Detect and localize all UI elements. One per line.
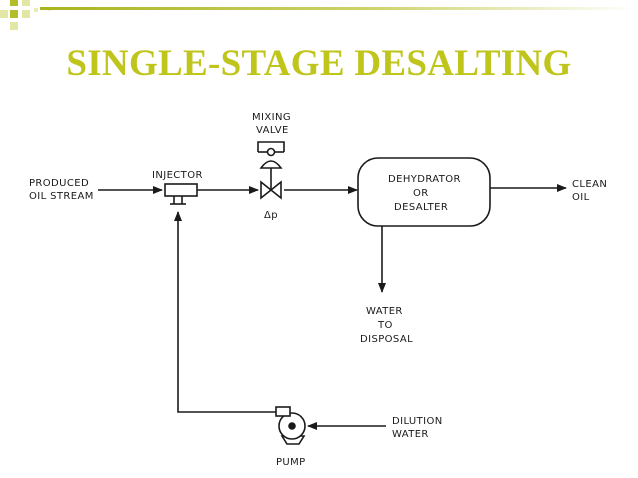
dehydrator-vessel	[357, 157, 491, 227]
mixing-valve-label-1: MIXING	[252, 112, 291, 123]
water-label-2: TO	[377, 320, 393, 331]
deco-square	[34, 8, 38, 12]
vessel-label-2: OR	[413, 188, 429, 199]
deco-square	[10, 22, 18, 30]
injector-icon	[164, 183, 198, 205]
accent-line	[40, 7, 638, 10]
dilution-label-2: WATER	[392, 429, 429, 440]
pump-discharge-line	[174, 211, 276, 413]
deco-square	[0, 10, 8, 18]
clean-oil-label-2: OIL	[572, 192, 590, 203]
injector-label: INJECTOR	[152, 170, 203, 181]
deco-square	[22, 0, 30, 6]
delta-p-label: Δp	[264, 210, 278, 221]
deco-square	[10, 10, 18, 18]
deco-square	[22, 10, 30, 18]
deco-square	[10, 0, 18, 6]
top-accent-bar	[40, 7, 638, 10]
mixing-valve-label-2: VALVE	[256, 125, 289, 136]
produced-oil-label-1: PRODUCED	[29, 178, 89, 189]
water-label-3: DISPOSAL	[360, 334, 413, 345]
pump-icon	[275, 406, 306, 445]
mixing-valve-icon	[257, 141, 285, 200]
water-label-1: WATER	[366, 306, 403, 317]
pump-label: PUMP	[276, 457, 306, 468]
slide-title: SINGLE-STAGE DESALTING	[66, 43, 572, 84]
produced-oil-label-2: OIL STREAM	[29, 191, 94, 202]
vessel-label-1: DEHYDRATOR	[388, 174, 461, 185]
dilution-label-1: DILUTION	[392, 416, 443, 427]
clean-oil-label-1: CLEAN	[572, 179, 607, 190]
vessel-label-3: DESALTER	[394, 202, 448, 213]
